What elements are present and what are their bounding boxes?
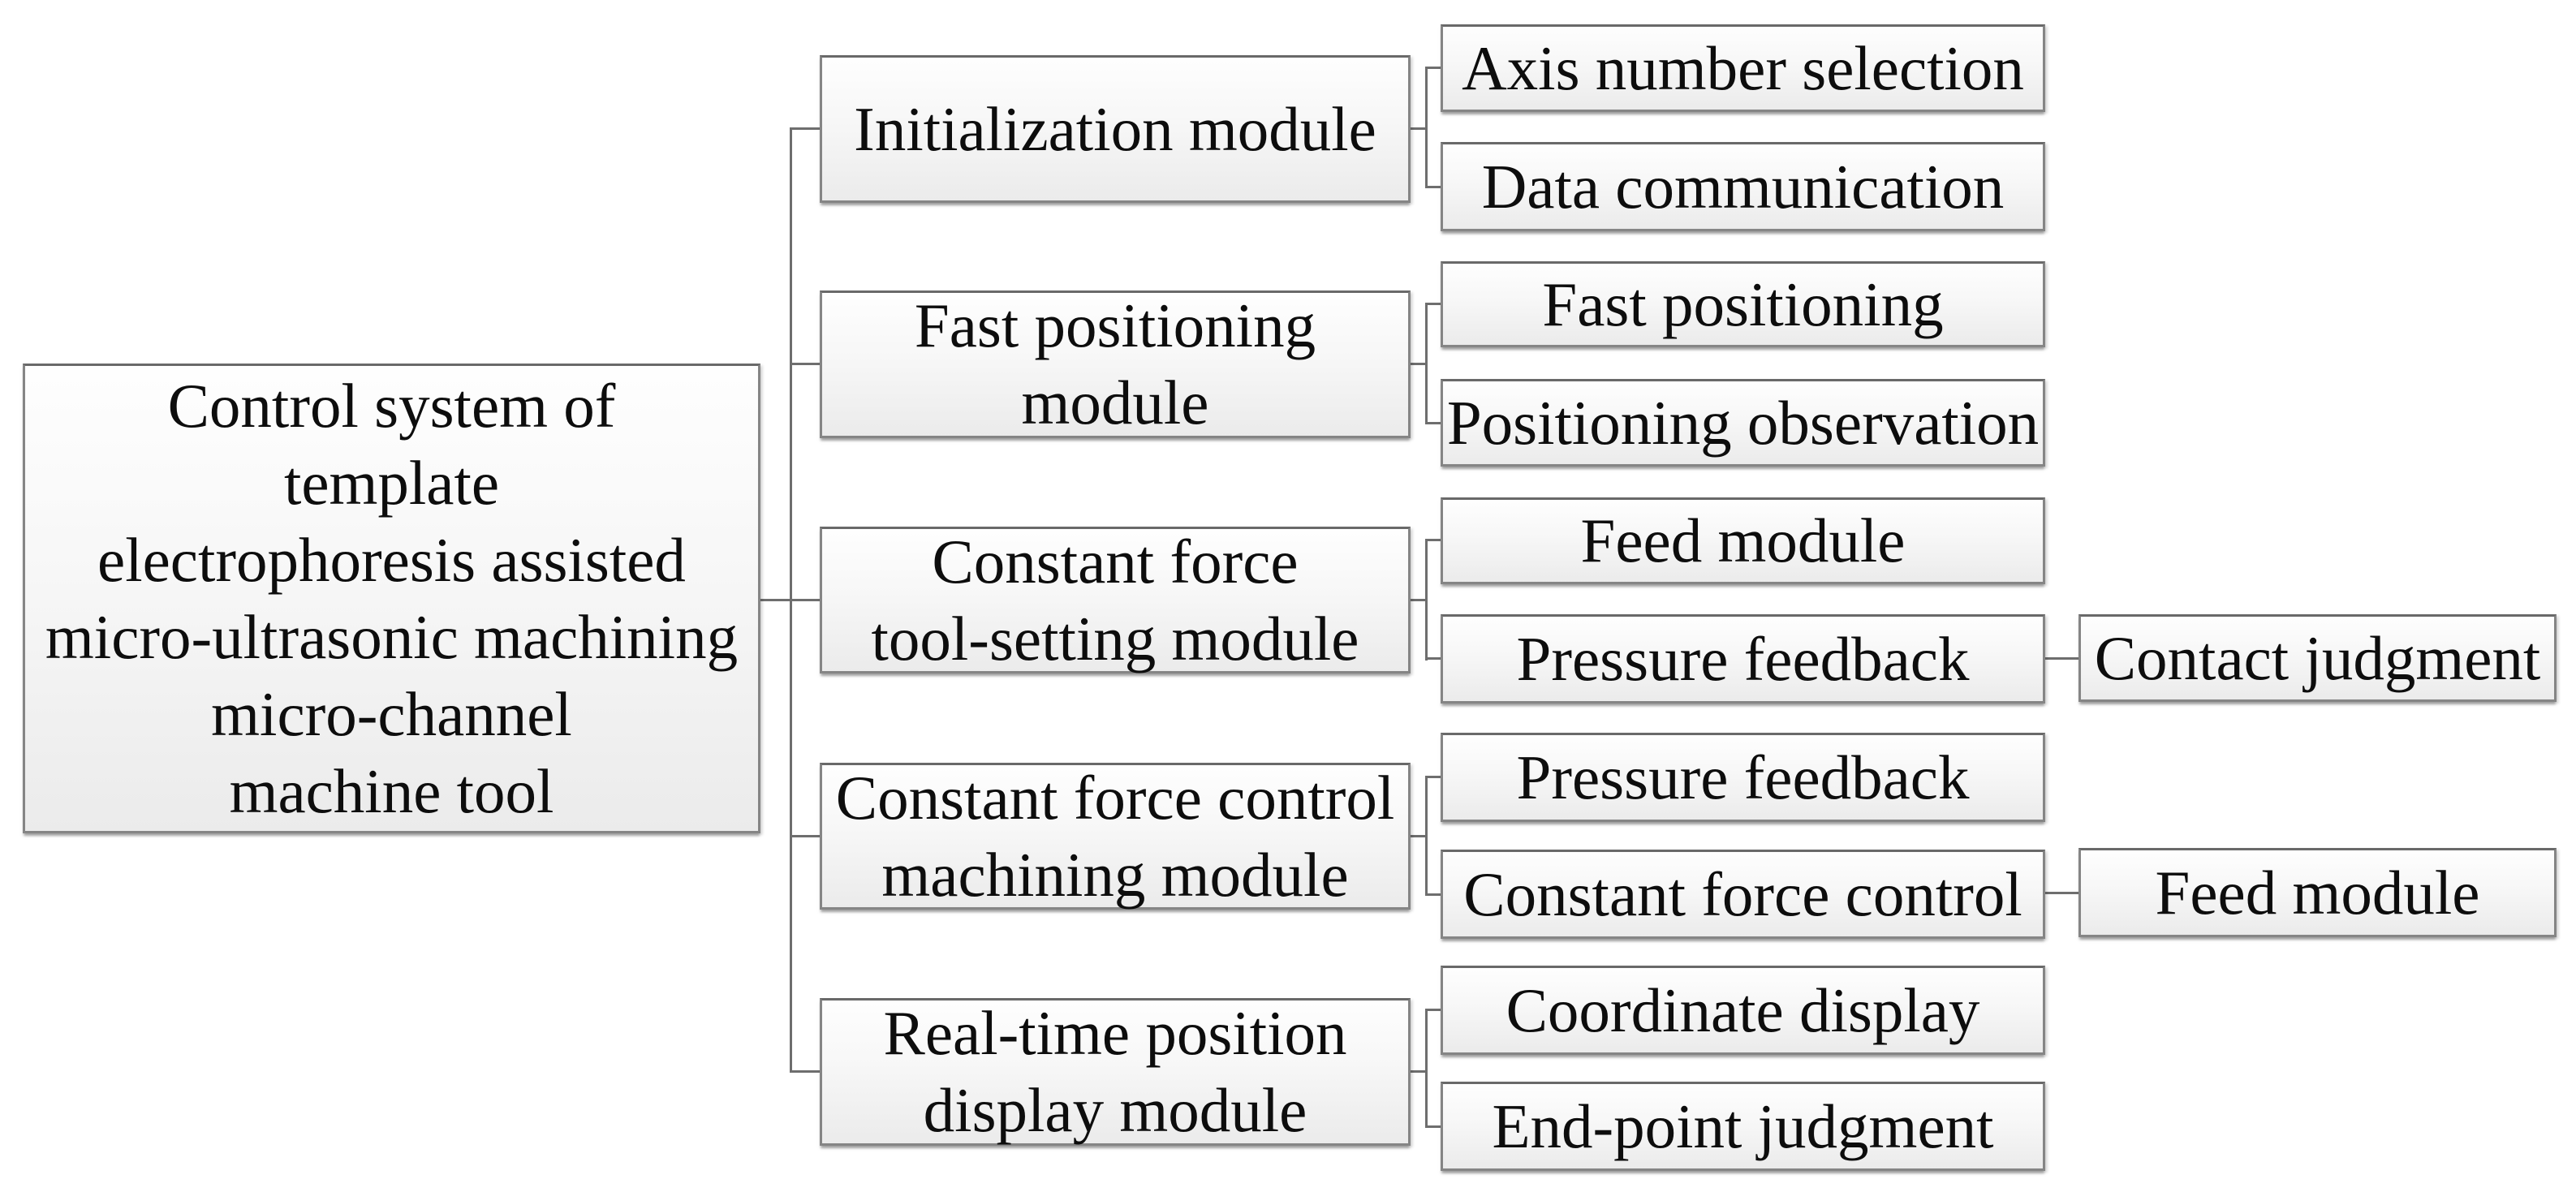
connector-module-4-child-1 [1425, 776, 1441, 778]
connector-constant-force-control-to-feed-module [2045, 892, 2078, 894]
connector-root-to-trunk [760, 599, 820, 601]
connector-module-5-stub [1411, 1070, 1428, 1073]
connector-module-5-elbow [1425, 1009, 1428, 1128]
node-contact-judgment: Contact judgment [2078, 614, 2557, 702]
connector-module-1-child-1 [1425, 67, 1441, 69]
connector-module-2-child-2 [1425, 422, 1441, 424]
connector-trunk-to-module-4 [790, 835, 820, 837]
connector-module-4-stub [1411, 835, 1428, 837]
connector-module-3-child-1 [1425, 539, 1441, 541]
connector-module-2-elbow [1425, 303, 1428, 424]
connector-module-2-child-1 [1425, 303, 1441, 305]
connector-module-4-child-2 [1425, 893, 1441, 896]
node-pressure-feedback-machining: Pressure feedback [1441, 733, 2045, 822]
connector-module-1-stub [1411, 127, 1428, 130]
connector-module-2-stub [1411, 363, 1428, 365]
connector-module-5-child-2 [1425, 1125, 1441, 1128]
connector-trunk-to-module-5 [790, 1070, 820, 1073]
module-node-constant-force-control-machining: Constant force control machining module [820, 763, 1411, 910]
connector-module-3-child-2 [1425, 657, 1441, 660]
connector-trunk-to-module-2 [790, 363, 820, 365]
root-node: Control system of template electrophores… [23, 364, 760, 833]
module-node-fast-positioning: Fast positioning module [820, 290, 1411, 438]
node-pressure-feedback-tool-setting: Pressure feedback [1441, 614, 2045, 704]
node-coordinate-display: Coordinate display [1441, 966, 2045, 1055]
connector-module-3-stub [1411, 599, 1428, 601]
connector-module-1-elbow [1425, 67, 1428, 188]
node-fast-positioning: Fast positioning [1441, 261, 2045, 347]
connector-trunk-to-module-1 [790, 127, 820, 130]
node-data-communication: Data communication [1441, 142, 2045, 231]
connector-module-3-elbow [1425, 539, 1428, 661]
module-node-initialization: Initialization module [820, 55, 1411, 203]
connector-module-1-child-2 [1425, 186, 1441, 188]
module-node-real-time-position-display: Real-time position display module [820, 998, 1411, 1146]
node-axis-number-selection: Axis number selection [1441, 24, 2045, 112]
node-positioning-observation: Positioning observation [1441, 379, 2045, 467]
connector-pressure-feedback-to-contact-judgment [2045, 657, 2078, 660]
connector-module-4-elbow [1425, 776, 1428, 896]
node-constant-force-control: Constant force control [1441, 850, 2045, 939]
connector-module-5-child-1 [1425, 1009, 1441, 1011]
node-end-point-judgment: End-point judgment [1441, 1082, 2045, 1171]
node-feed-module: Feed module [1441, 497, 2045, 584]
module-node-constant-force-tool-setting: Constant force tool-setting module [820, 527, 1411, 673]
node-feed-module-2: Feed module [2078, 848, 2557, 937]
